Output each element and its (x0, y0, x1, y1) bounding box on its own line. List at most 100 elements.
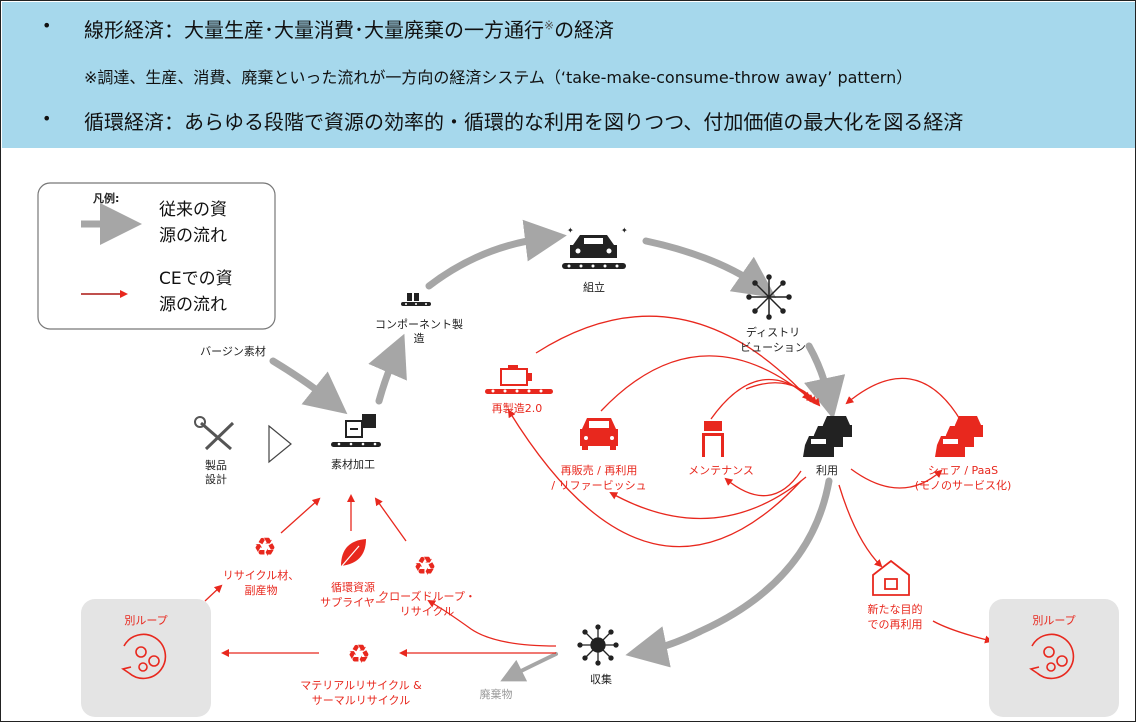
recycled-to-processing-arrow (280, 497, 321, 534)
resale-node: 再販売 / 再利用 / リファービッシュ (551, 418, 647, 492)
closed-loop-label-1: クローズドループ・ (378, 589, 476, 603)
recycle-icon: ♻ (347, 640, 370, 670)
bullet: • (42, 16, 52, 35)
component-label-1: コンポーネント製 (375, 317, 463, 331)
car-front-icon (580, 418, 618, 450)
processing-to-component-arrow (368, 333, 407, 405)
linear-economy-note: ※調達、生産、消費、廃棄といった流れが一方向の経済システム（‘take-make… (84, 68, 913, 87)
collection-to-closed-loop-arrow (427, 599, 557, 647)
header-band: • 線形経済：大量生産･大量消費･大量廃棄の一方通行※の経済 ※調達、生産、消費… (2, 2, 1135, 148)
recycled-label-1: リサイクル材、 (223, 568, 299, 582)
cars-stack-icon (803, 416, 852, 457)
other-loop-left: 別ループ (81, 599, 211, 717)
distribution-label-2: ビューション (740, 341, 806, 354)
closed-loop-recycling-node: ♻ クローズドループ・ リサイクル (378, 552, 476, 618)
conveyor-icon (401, 293, 431, 306)
resale-to-use-arrow (600, 355, 815, 412)
distribution-node: ディストリ ビューション (740, 274, 806, 354)
tools-icon (194, 416, 235, 451)
resale-label-2: / リファービッシュ (551, 479, 646, 492)
use-to-repurpose-arrow (838, 484, 883, 568)
maintenance-to-use-arrow (710, 378, 818, 420)
recycle-icon: ♻ (413, 552, 436, 582)
distribution-label-1: ディストリ (746, 325, 800, 339)
maintenance-loop-arrow (745, 382, 821, 407)
legend-gray-label-1: 従来の資 (159, 200, 227, 220)
legend: 凡例: 従来の資 源の流れ CEでの資 源の流れ (37, 182, 276, 330)
share-node: シェア / PaaS (モノのサービス化) (915, 416, 1012, 492)
svg-text:✦: ✦ (567, 226, 574, 235)
maintenance-node: メンテナンス (688, 421, 754, 477)
closed-loop-to-processing-arrow (374, 497, 407, 542)
component-manufacturing-node: コンポーネント製 造 (375, 293, 463, 345)
share-label-1: シェア / PaaS (928, 464, 998, 477)
use-to-remanufacture-arrow (507, 409, 802, 548)
distribution-to-use-arrow (804, 342, 846, 420)
use-to-collection-arrow (625, 477, 833, 668)
repurpose-label-2: での再利用 (868, 618, 923, 631)
bullet: • (42, 109, 52, 128)
repurpose-label-1: 新たな目的 (868, 602, 923, 616)
repurpose-to-other-loop-arrow (932, 620, 993, 644)
use-to-resale-arrow (609, 476, 807, 520)
material-processing-label: 素材加工 (331, 457, 375, 471)
assembly-node: ✦ ✦ 組立 (562, 226, 628, 294)
collection-node: 収集 (577, 624, 619, 686)
svg-text:✦: ✦ (621, 226, 628, 235)
gray-flows (269, 219, 846, 682)
other-loop-to-recycled-arrow (204, 584, 223, 602)
recycled-materials-node: ♻ リサイクル材、 副産物 (223, 533, 299, 597)
repurpose-node: 新たな目的 での再利用 (868, 559, 923, 631)
house-icon (872, 559, 910, 596)
product-design-node: 製品 設計 (194, 416, 235, 486)
collection-to-waste-arrow (500, 652, 558, 682)
legend-title: 凡例: (93, 191, 119, 205)
material-processing-node: 素材加工 (331, 414, 381, 471)
material-thermal-recycling-node: ♻ マテリアルリサイクル & サーマルリサイクル (300, 640, 422, 707)
circular-supplier-label-1: 循環資源 (331, 580, 375, 594)
circular-supplier-label-2: サプライヤー (320, 596, 386, 609)
footnote-mark: ※ (544, 18, 555, 33)
virgin-material-label: バージン素材 (200, 344, 266, 358)
linear-economy-text: 線形経済：大量生産･大量消費･大量廃棄の一方通行 (84, 18, 544, 42)
legend-red-label-2: 源の流れ (159, 295, 227, 315)
component-to-assembly-arrow (425, 219, 567, 290)
material-recycle-label-2: サーマルリサイクル (312, 694, 410, 707)
collection-hub-icon (577, 624, 619, 666)
remanufacture-label: 再製造2.0 (492, 401, 543, 415)
use-node: 利用 (803, 416, 852, 477)
use-to-share-arrow (850, 468, 943, 489)
gears-loop-icon (1029, 633, 1075, 680)
car-lift-icon (702, 421, 724, 457)
linear-economy-definition: 線形経済：大量生産･大量消費･大量廃棄の一方通行※の経済 (84, 14, 614, 43)
collection-label: 収集 (590, 672, 612, 686)
share-from-use-arrow (845, 377, 962, 422)
red-flows (204, 315, 993, 657)
other-loop-right: 別ループ (989, 599, 1119, 717)
linear-economy-tail: の経済 (554, 18, 615, 42)
assembly-to-distribution-arrow (642, 237, 777, 299)
circular-supplier-node: 循環資源 サプライヤー (320, 539, 386, 609)
closed-loop-label-2: リサイクル (400, 605, 454, 618)
assembly-label: 組立 (583, 280, 605, 294)
legend-gray-label-2: 源の流れ (159, 226, 227, 246)
use-to-maintenance-arrow (724, 470, 802, 497)
component-label-2: 造 (414, 331, 425, 345)
share-label-2: (モノのサービス化) (915, 478, 1012, 492)
design-to-processing-chevron (268, 424, 292, 464)
virgin-to-processing-arrow (269, 357, 348, 415)
shared-cars-icon (935, 416, 983, 457)
use-label: 利用 (816, 464, 838, 477)
maintenance-label: メンテナンス (688, 464, 754, 477)
network-hub-icon (746, 274, 792, 320)
product-design-label-1: 製品 (205, 458, 227, 472)
resale-label-1: 再販売 / 再利用 (561, 464, 638, 477)
product-design-label-2: 設計 (205, 472, 227, 486)
remanufacture-to-use-arrow (535, 315, 811, 401)
circuit-conveyor-icon (331, 414, 381, 447)
other-loop-left-label: 別ループ (124, 614, 167, 627)
engine-icon (485, 365, 553, 394)
circular-economy-definition: 循環経済：あらゆる段階で資源の効率的・循環的な利用を図りつつ、付加価値の最大化を… (84, 110, 964, 134)
